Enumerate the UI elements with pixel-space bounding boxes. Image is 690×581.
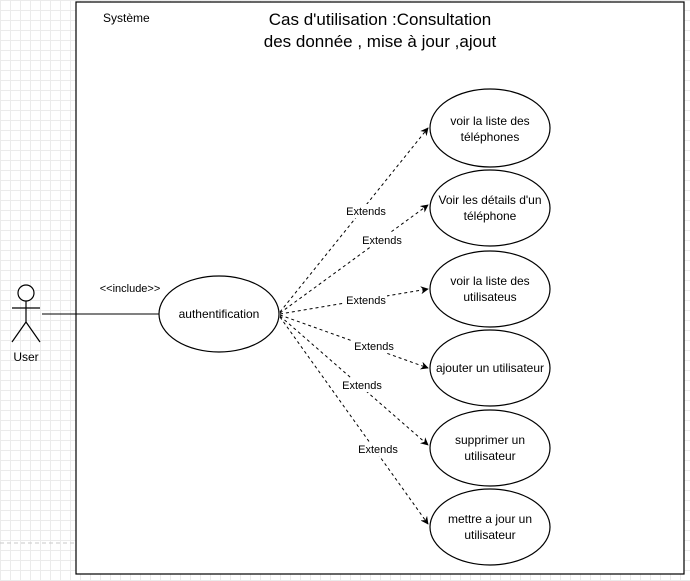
extends-label-bg-6: [356, 442, 399, 456]
extends-label-4: Extends: [354, 341, 394, 353]
actor-name: User: [13, 350, 38, 364]
extends-label-2: Extends: [362, 235, 402, 247]
extends-label-6: Extends: [358, 444, 398, 456]
use-case-mettre-a-jour-utilisateur[interactable]: mettre a jour un utilisateur: [429, 488, 551, 566]
extends-arrow-2[interactable]: [279, 204, 429, 314]
extends-arrow-3[interactable]: [279, 286, 429, 315]
use-case-voir-details-telephone[interactable]: Voir les détails d'un téléphone: [429, 169, 551, 247]
use-case-ellipse: [429, 88, 551, 168]
use-case-label-line-1: ajouter un utilisateur: [436, 361, 544, 375]
diagram-title-line-1: Cas d'utilisation :Consultation: [269, 10, 491, 29]
use-case-label-line-2: téléphone: [464, 209, 517, 223]
extends-label-bg-5: [340, 378, 383, 392]
use-case-ellipse: [429, 488, 551, 566]
use-case-ellipse: [429, 250, 551, 328]
use-case-voir-liste-utilisateurs[interactable]: voir la liste des utilisateus: [429, 250, 551, 328]
use-case-ajouter-utilisateur[interactable]: ajouter un utilisateur: [429, 329, 551, 407]
use-case-supprimer-utilisateur[interactable]: supprimer un utilisateur: [429, 409, 551, 487]
system-boundary[interactable]: [75, 1, 685, 575]
use-case-authentification[interactable]: authentification: [158, 275, 280, 353]
use-case-label-line-2: utilisateur: [464, 449, 515, 463]
use-case-voir-liste-telephones[interactable]: voir la liste des téléphones: [429, 88, 551, 168]
extends-label-bg-2: [360, 233, 403, 247]
use-case-label-line-1: voir la liste des: [450, 274, 529, 288]
use-case-label-line-1: Voir les détails d'un: [438, 193, 541, 207]
use-case-ellipse: [429, 409, 551, 487]
include-label: <<include>>: [100, 283, 161, 295]
use-case-label: authentification: [179, 307, 260, 321]
system-label: Système: [103, 11, 150, 25]
actor-left-leg: [11, 321, 27, 343]
extends-label-3: Extends: [346, 295, 386, 307]
extends-label-1: Extends: [346, 206, 386, 218]
extends-label-bg-3: [344, 293, 387, 307]
use-case-label-line-2: utilisateur: [464, 528, 515, 542]
actor-right-leg: [25, 321, 41, 343]
use-case-label-line-1: mettre a jour un: [448, 512, 532, 526]
use-case-label-line-2: téléphones: [461, 130, 520, 144]
extends-arrow-6[interactable]: [279, 316, 429, 525]
use-case-ellipse: [158, 275, 280, 353]
extends-label-5: Extends: [342, 380, 382, 392]
use-case-ellipse: [429, 329, 551, 407]
extends-label-bg-4: [352, 339, 395, 353]
actor-head: [17, 284, 35, 302]
use-case-ellipse: [429, 169, 551, 247]
extends-label-bg-1: [344, 204, 387, 218]
use-case-label-line-2: utilisateus: [463, 290, 516, 304]
diagram-title-line-2: des donnée , mise à jour ,ajout: [264, 32, 497, 51]
actor-user[interactable]: User: [11, 284, 41, 364]
use-case-label-line-1: voir la liste des: [450, 114, 529, 128]
use-case-label-line-1: supprimer un: [455, 433, 525, 447]
extends-labels: Extends Extends Extends Extends Extends …: [340, 204, 403, 456]
